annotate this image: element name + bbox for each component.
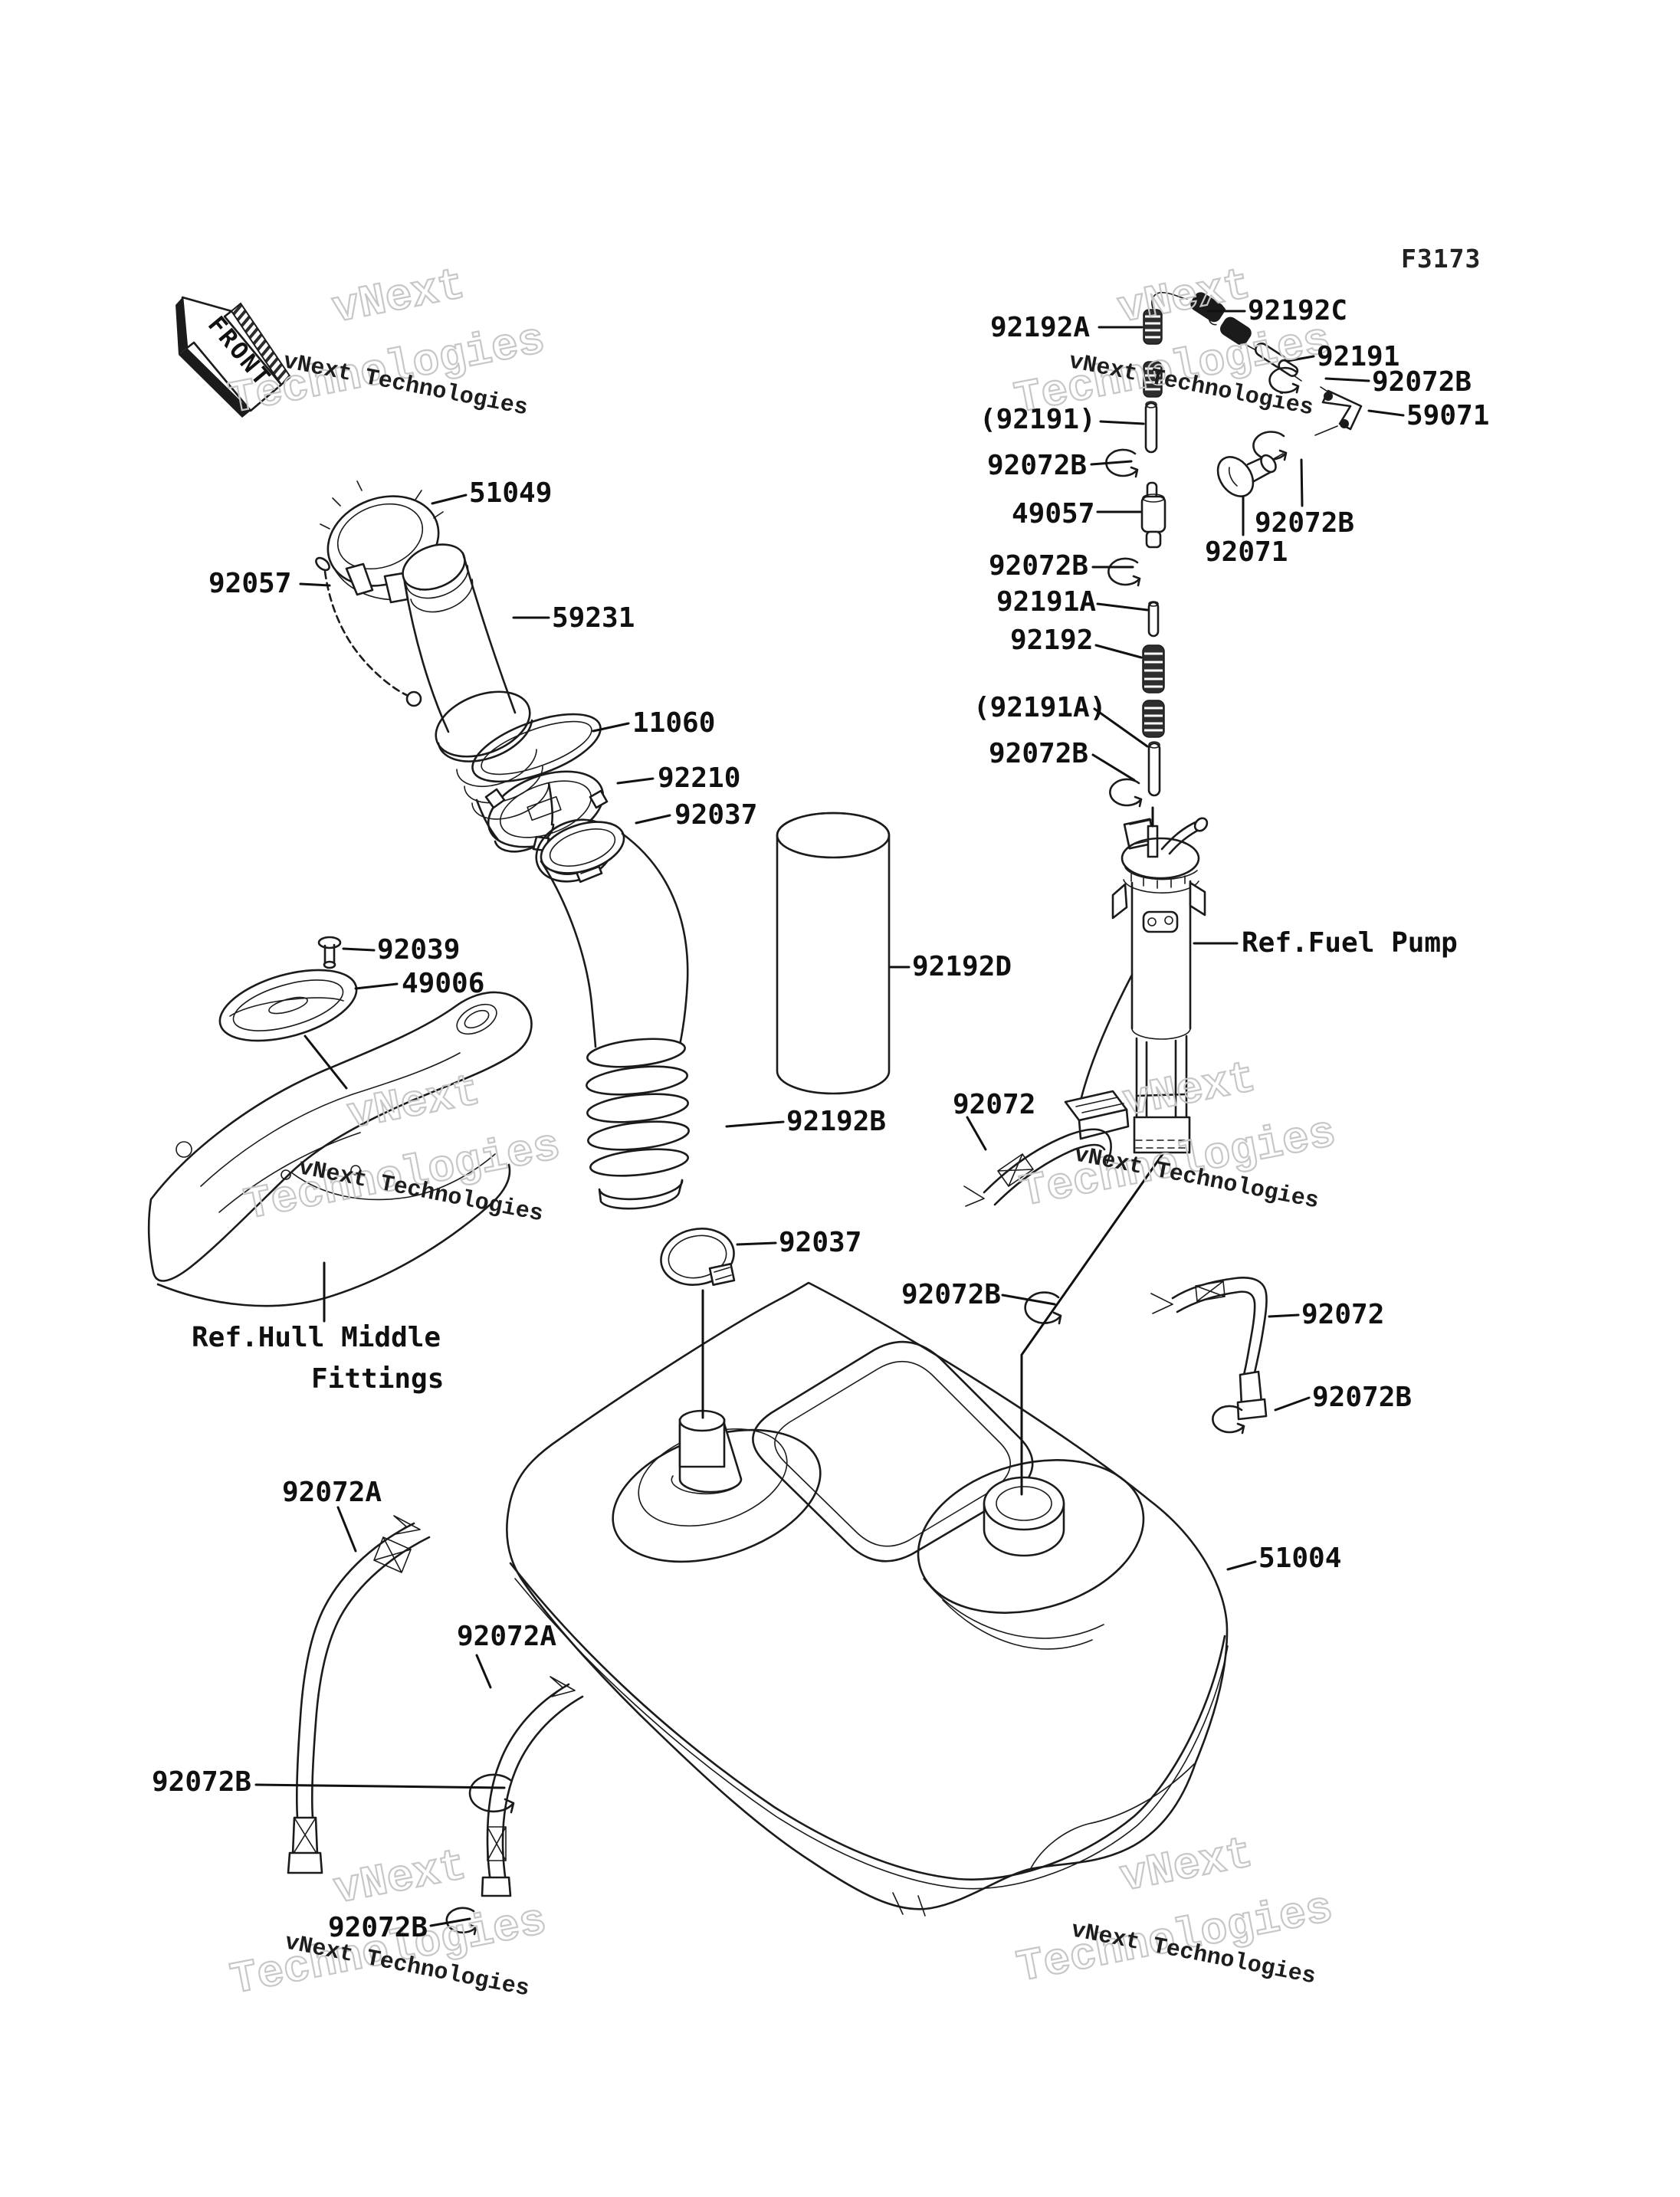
pump-harness	[1064, 973, 1134, 1140]
tube-92192D-drawing	[776, 812, 891, 1095]
leader-lines	[254, 310, 1405, 1927]
cover-49006-drawing	[218, 969, 358, 1042]
clip-92072B-right	[1212, 1405, 1245, 1435]
clip-92072B-left	[468, 1773, 515, 1814]
tank-pump-opening	[917, 1459, 1145, 1650]
strap-92072-right-drawing	[1150, 1277, 1268, 1421]
strap-92072A-2-drawing	[481, 1676, 584, 1897]
strap-92072A-1-drawing	[287, 1515, 431, 1874]
clip-92072B-2	[1252, 431, 1288, 461]
tank-left-neck	[612, 1409, 822, 1563]
clip-92072B-tank	[1024, 1291, 1062, 1325]
clip-92072B-4	[1107, 557, 1141, 587]
tap-92071	[1216, 454, 1277, 497]
strap-92072-left-drawing	[963, 1128, 1112, 1207]
clip-92072B-bottom	[445, 1907, 477, 1936]
sender-parts-cluster	[1105, 291, 1363, 808]
clip-92072B-1	[1268, 366, 1300, 394]
filler-neck-59231-drawing	[402, 543, 555, 853]
pump-top	[1121, 817, 1209, 894]
gasket-11060-drawing	[471, 713, 602, 783]
pump-lower	[1133, 1035, 1191, 1154]
fuel-tank-drawing	[506, 1281, 1229, 1917]
clip-92072B-5	[1109, 778, 1143, 808]
clamp-92037-lower-drawing	[660, 1228, 736, 1286]
filler-hose-92192B-drawing	[540, 821, 690, 1210]
cap-chain-drawing	[315, 556, 422, 707]
front-arrow: FRONT	[176, 296, 292, 418]
fuel-pump-drawing	[1064, 817, 1209, 1154]
union-49057	[1140, 481, 1166, 549]
connector-92192C	[1190, 292, 1252, 346]
hull-bracket-drawing	[147, 991, 533, 1307]
rivet-92039-drawing	[317, 936, 342, 969]
pump-body	[1111, 880, 1206, 1040]
elbow-59071	[1321, 389, 1363, 431]
